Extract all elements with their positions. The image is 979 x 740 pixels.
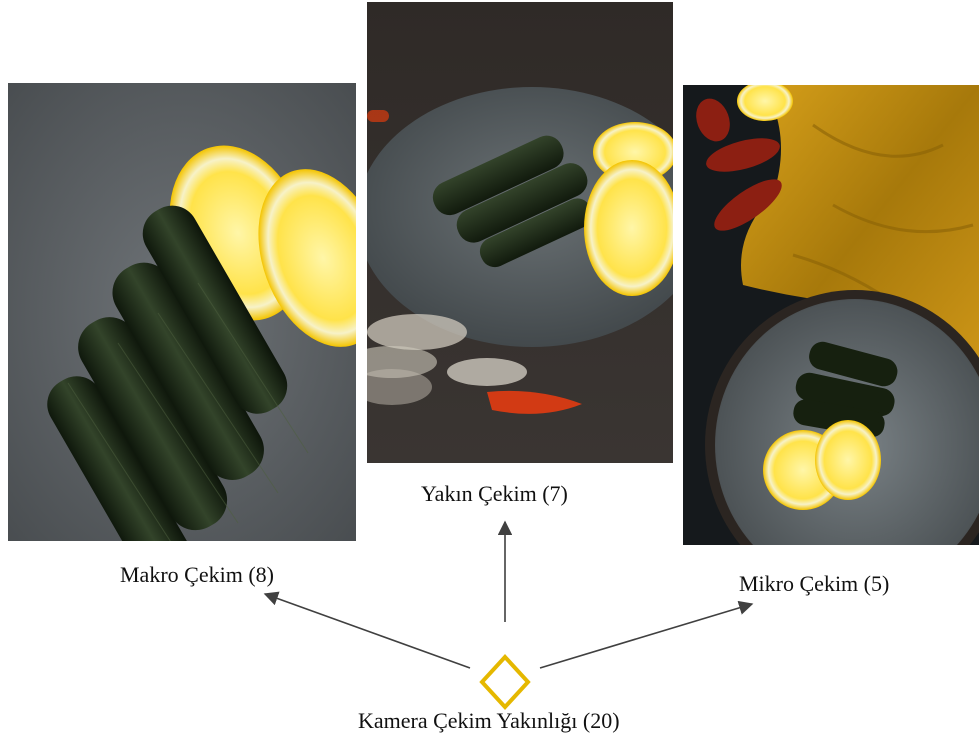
macro-shot-photo	[8, 83, 356, 541]
micro-shot-photo	[683, 85, 979, 545]
root-label: Kamera Çekim Yakınlığı (20)	[358, 708, 620, 734]
close-up-shot-label: Yakın Çekim (7)	[421, 481, 568, 507]
macro-shot-label: Makro Çekim (8)	[120, 562, 274, 588]
close-up-shot-photo	[367, 2, 673, 463]
root-diamond-node	[482, 657, 528, 707]
arrow-to-micro	[540, 604, 752, 668]
arrow-to-macro	[265, 594, 470, 668]
micro-shot-label: Mikro Çekim (5)	[739, 571, 889, 597]
